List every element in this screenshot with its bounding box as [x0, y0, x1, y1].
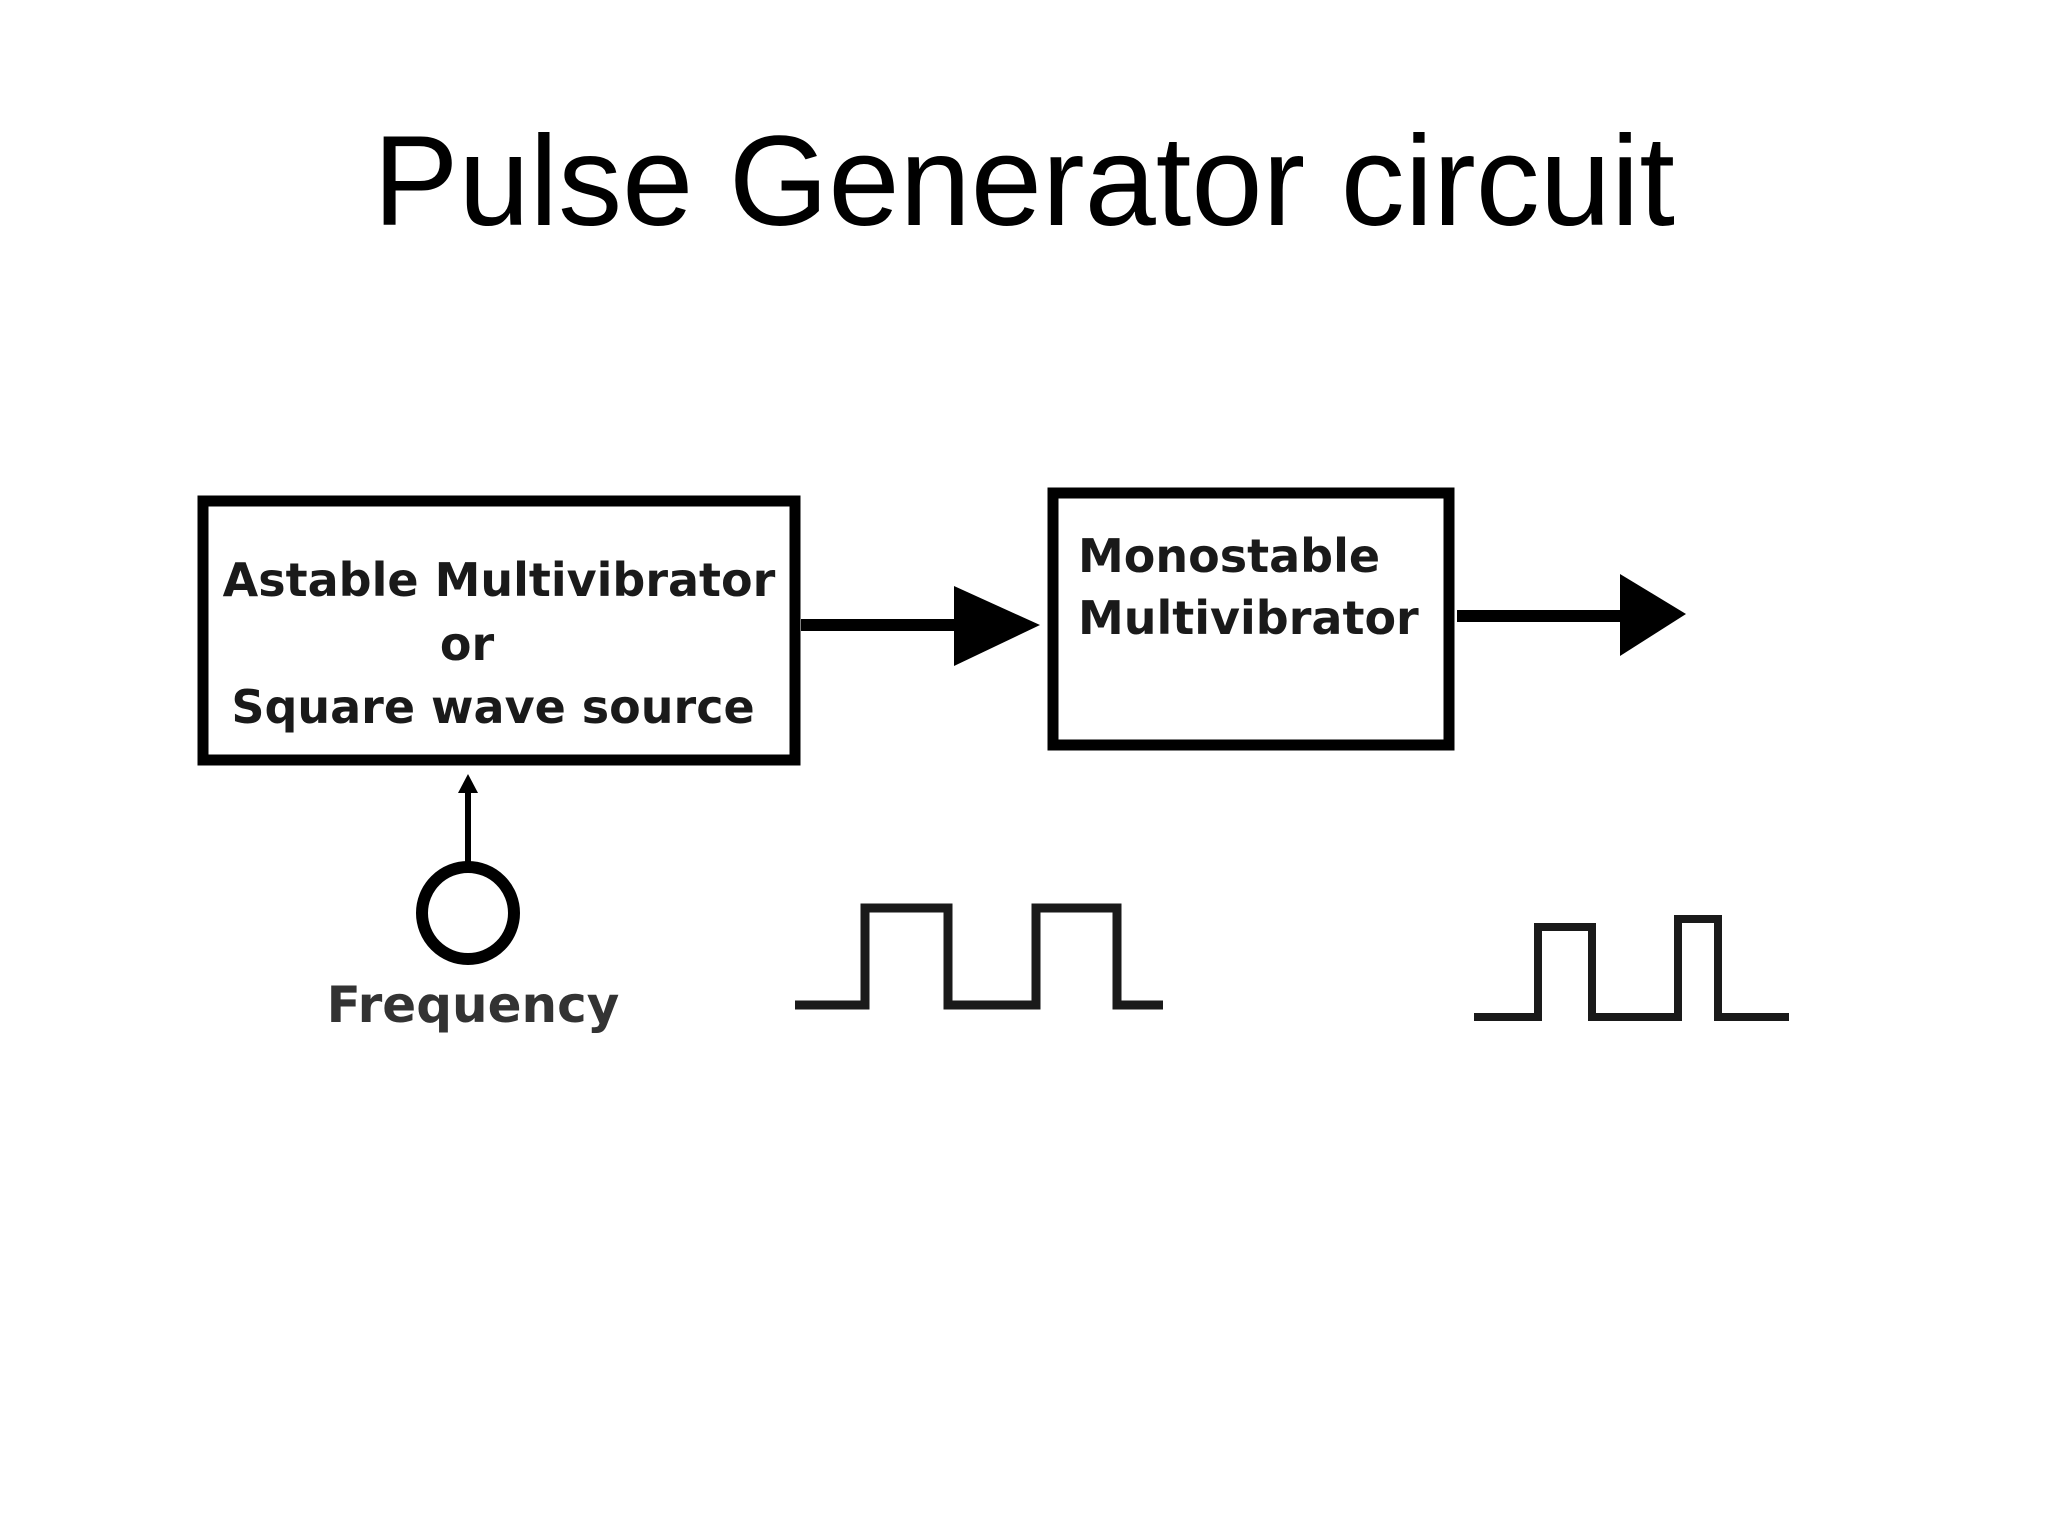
frequency-control: Frequency: [327, 774, 620, 1034]
astable-label-line2: or: [440, 617, 495, 671]
astable-block-border: [197, 495, 801, 766]
monostable-label-line1: Monostable: [1078, 529, 1380, 583]
square-wave-icon: [795, 903, 1163, 1010]
frequency-label: Frequency: [327, 976, 620, 1034]
arrow-head: [954, 586, 1040, 666]
monostable-label-line2: Multivibrator: [1078, 591, 1419, 645]
arrow-astable-to-monostable: [801, 586, 1040, 666]
astable-label-line3: Square wave source: [231, 680, 754, 734]
slide-title: Pulse Generator circuit: [373, 110, 1675, 253]
monostable-block: Monostable Multivibrator: [1047, 487, 1455, 751]
monostable-block-border: [1047, 487, 1455, 751]
frequency-arrow-head: [458, 774, 478, 793]
pulse-wave-icon: [1474, 915, 1789, 1021]
frequency-knob-icon[interactable]: [416, 861, 520, 965]
output-arrow-head: [1620, 574, 1686, 656]
astable-label-line1: Astable Multivibrator: [223, 553, 776, 607]
output-arrow: [1457, 574, 1686, 656]
astable-block: Astable Multivibrator or Square wave sou…: [197, 495, 801, 766]
